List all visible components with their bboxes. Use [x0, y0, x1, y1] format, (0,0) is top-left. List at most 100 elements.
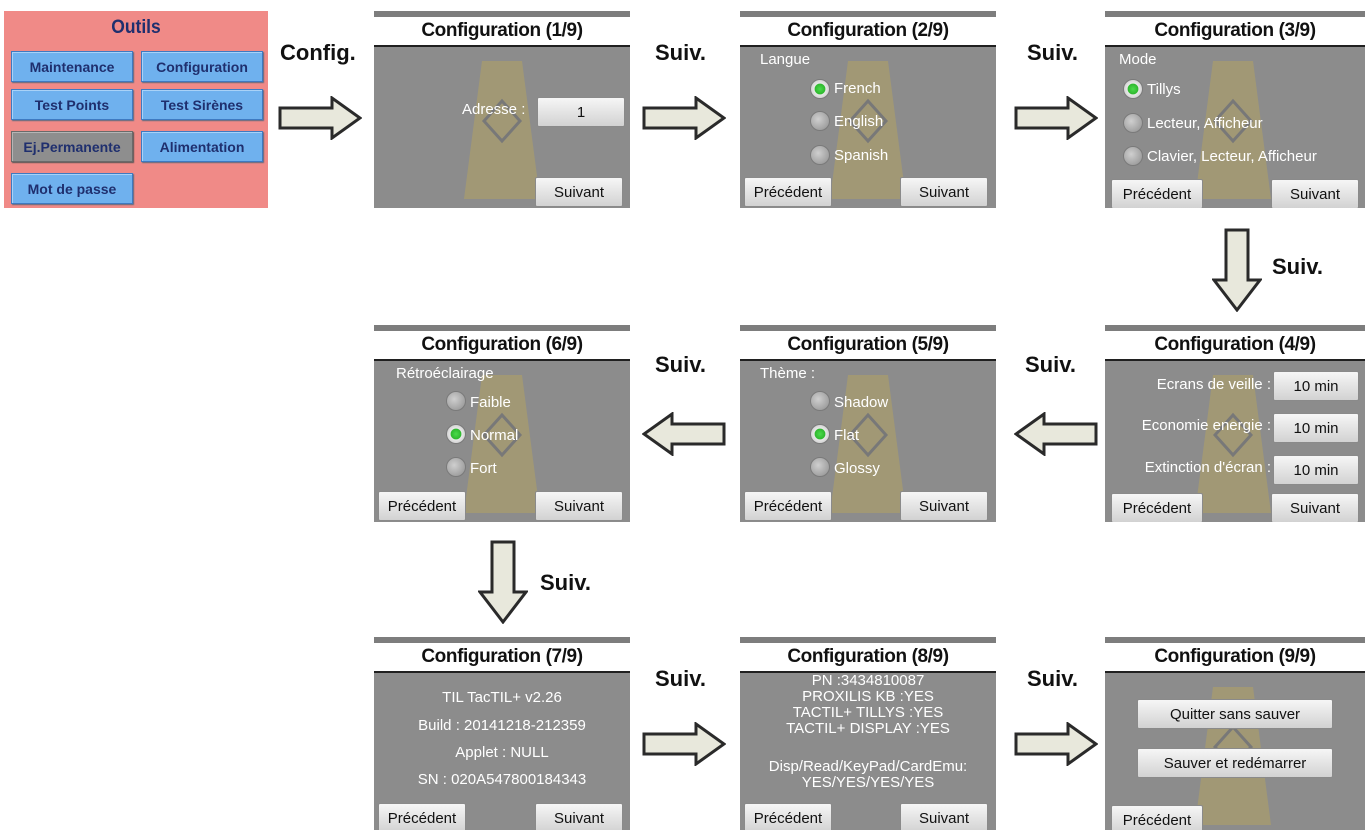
- info-line: Applet : NULL: [455, 744, 549, 761]
- energy-saving-label: Economie energie :: [1141, 417, 1271, 434]
- suiv-label: Suiv.: [1272, 254, 1323, 279]
- config-screen-7: Configuration (7/9) TIL TacTIL+ v2.26 Bu…: [374, 637, 630, 830]
- radio-fort[interactable]: [446, 457, 466, 477]
- suiv-label: Suiv.: [540, 570, 591, 595]
- screen-title: Configuration (1/9): [374, 17, 630, 47]
- alimentation-button[interactable]: Alimentation: [141, 131, 263, 162]
- maintenance-button[interactable]: Maintenance: [11, 51, 133, 82]
- info-line: TACTIL+ DISPLAY :YES: [786, 720, 950, 737]
- next-button[interactable]: Suivant: [900, 177, 988, 207]
- save-and-restart-button[interactable]: Sauver et redémarrer: [1137, 748, 1333, 778]
- previous-button[interactable]: Précédent: [378, 803, 466, 830]
- radio-tillys[interactable]: [1123, 79, 1143, 99]
- test-points-button[interactable]: Test Points: [11, 89, 133, 120]
- next-button[interactable]: Suivant: [1271, 179, 1359, 208]
- arrow-right-icon: [642, 96, 726, 140]
- screen-title: Configuration (8/9): [740, 643, 996, 673]
- option-label: Fort: [470, 460, 497, 477]
- screen-title: Configuration (9/9): [1105, 643, 1365, 673]
- option-label: French: [834, 80, 881, 97]
- screen-title: Configuration (7/9): [374, 643, 630, 673]
- test-sirenes-button[interactable]: Test Sirènes: [141, 89, 263, 120]
- suiv-label: Suiv.: [655, 666, 706, 691]
- theme-label: Thème :: [760, 365, 816, 382]
- info-line: Disp/Read/KeyPad/CardEmu:: [768, 758, 968, 775]
- previous-button[interactable]: Précédent: [744, 803, 832, 830]
- previous-button[interactable]: Précédent: [1111, 805, 1203, 830]
- radio-french[interactable]: [810, 79, 830, 99]
- info-line: YES/YES/YES/YES: [801, 774, 935, 791]
- screen-title: Configuration (6/9): [374, 331, 630, 361]
- info-line: SN : 020A547800184343: [417, 771, 587, 788]
- option-label: English: [834, 113, 884, 130]
- suiv-label: Suiv.: [655, 352, 706, 377]
- config-screen-9: Configuration (9/9) Quitter sans sauver …: [1105, 637, 1365, 830]
- option-label: Shadow: [834, 394, 889, 411]
- previous-button[interactable]: Précédent: [744, 491, 832, 521]
- mot-de-passe-button[interactable]: Mot de passe: [11, 173, 133, 204]
- next-button[interactable]: Suivant: [900, 491, 988, 521]
- arrow-left-icon: [1014, 412, 1098, 456]
- langue-label: Langue: [760, 51, 811, 68]
- arrow-down-icon: [1212, 228, 1262, 312]
- info-line: TIL TacTIL+ v2.26: [442, 689, 562, 706]
- radio-glossy[interactable]: [810, 457, 830, 477]
- screensaver-value[interactable]: 10 min: [1273, 371, 1359, 401]
- next-button[interactable]: Suivant: [1271, 493, 1359, 522]
- arrow-right-icon: [1014, 96, 1098, 140]
- previous-button[interactable]: Précédent: [744, 177, 832, 207]
- arrow-down-icon: [478, 540, 528, 624]
- option-label: Clavier, Lecteur, Afficheur: [1147, 148, 1317, 165]
- config-screen-1: Configuration (1/9) Adresse : 1 Suivant: [374, 11, 630, 208]
- config-screen-8: Configuration (8/9) PN :3434810087 PROXI…: [740, 637, 996, 830]
- radio-english[interactable]: [810, 111, 830, 131]
- screen-off-value[interactable]: 10 min: [1273, 455, 1359, 485]
- arrow-left-icon: [642, 412, 726, 456]
- radio-clavier-lecteur-afficheur[interactable]: [1123, 146, 1143, 166]
- config-label: Config.: [280, 40, 356, 65]
- suiv-label: Suiv.: [655, 40, 706, 65]
- suiv-label: Suiv.: [1027, 666, 1078, 691]
- option-label: Flat: [834, 427, 860, 444]
- screen-title: Configuration (4/9): [1105, 331, 1365, 361]
- backlight-label: Rétroéclairage: [396, 365, 494, 382]
- config-screen-2: Configuration (2/9) Langue French Englis…: [740, 11, 996, 208]
- info-line: TACTIL+ TILLYS :YES: [792, 704, 944, 721]
- screen-title: Configuration (5/9): [740, 331, 996, 361]
- config-screen-6: Configuration (6/9) Rétroéclairage Faibl…: [374, 325, 630, 522]
- radio-shadow[interactable]: [810, 391, 830, 411]
- suiv-label: Suiv.: [1027, 40, 1078, 65]
- configuration-button[interactable]: Configuration: [141, 51, 263, 82]
- previous-button[interactable]: Précédent: [1111, 493, 1203, 522]
- suiv-label: Suiv.: [1025, 352, 1076, 377]
- mode-label: Mode: [1119, 51, 1157, 68]
- radio-lecteur-afficheur[interactable]: [1123, 113, 1143, 133]
- arrow-right-icon: [642, 722, 726, 766]
- quit-without-saving-button[interactable]: Quitter sans sauver: [1137, 699, 1333, 729]
- radio-spanish[interactable]: [810, 145, 830, 165]
- option-label: Tillys: [1147, 81, 1181, 98]
- screensaver-label: Ecrans de veille :: [1156, 376, 1271, 393]
- radio-flat[interactable]: [810, 424, 830, 444]
- wet-floor-sign-icon: [462, 51, 542, 201]
- option-label: Faible: [470, 394, 511, 411]
- config-screen-3: Configuration (3/9) Mode Tillys Lecteur,…: [1105, 11, 1365, 208]
- previous-button[interactable]: Précédent: [1111, 179, 1203, 208]
- next-button[interactable]: Suivant: [535, 177, 623, 207]
- screen-off-label: Extinction d'écran :: [1144, 459, 1271, 476]
- radio-faible[interactable]: [446, 391, 466, 411]
- address-field[interactable]: 1: [537, 97, 625, 127]
- next-button[interactable]: Suivant: [900, 803, 988, 830]
- outils-menu: Outils Maintenance Configuration Test Po…: [4, 11, 268, 208]
- info-line: Build : 20141218-212359: [418, 717, 586, 734]
- arrow-right-icon: [1014, 722, 1098, 766]
- option-label: Glossy: [834, 460, 880, 477]
- next-button[interactable]: Suivant: [535, 803, 623, 830]
- arrow-right-icon: [278, 96, 362, 140]
- ej-permanente-button[interactable]: Ej.Permanente: [11, 131, 133, 162]
- energy-saving-value[interactable]: 10 min: [1273, 413, 1359, 443]
- radio-normal[interactable]: [446, 424, 466, 444]
- previous-button[interactable]: Précédent: [378, 491, 466, 521]
- next-button[interactable]: Suivant: [535, 491, 623, 521]
- address-label: Adresse :: [462, 101, 526, 118]
